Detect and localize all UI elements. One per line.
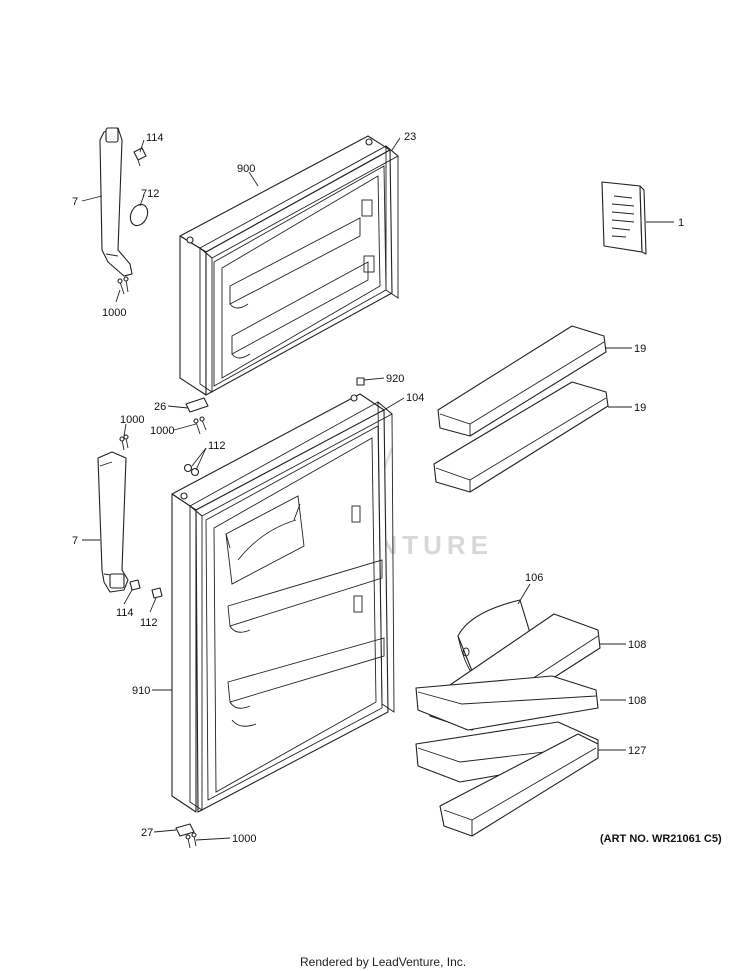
- freezer-gasket-23[interactable]: [199, 145, 399, 393]
- leader-lines: [81, 137, 674, 841]
- callout-106: 106: [525, 572, 543, 584]
- screws-1000-handle[interactable]: [119, 434, 129, 451]
- callout-1000: 1000: [232, 833, 256, 845]
- callout-7: 7: [72, 535, 78, 547]
- screw-114-top[interactable]: [133, 147, 147, 167]
- callout-1000: 1000: [120, 414, 144, 426]
- screws-1000-hinge[interactable]: [193, 416, 207, 435]
- callout-712: 712: [141, 188, 159, 200]
- callout-127: 127: [628, 745, 646, 757]
- callout-19: 19: [634, 343, 646, 355]
- callout-108: 108: [628, 695, 646, 707]
- door-bin-108-bottom[interactable]: [415, 675, 599, 731]
- screws-1000-top[interactable]: [117, 276, 129, 295]
- callout-104: 104: [406, 392, 424, 404]
- freezer-door-900[interactable]: [179, 135, 393, 396]
- callout-labels: 114 712 7 1000 900 23 1 19 19 920 104 26…: [72, 131, 684, 845]
- fresh-food-handle-7[interactable]: [97, 451, 129, 593]
- callout-112: 112: [208, 440, 226, 452]
- plugs-112-top[interactable]: [183, 463, 200, 477]
- screw-112-bottom[interactable]: [151, 587, 163, 599]
- footer-credit: Rendered by LeadVenture, Inc.: [300, 955, 466, 969]
- hinge-26[interactable]: [185, 397, 209, 413]
- callout-114: 114: [146, 132, 164, 144]
- hinge-27[interactable]: [175, 823, 195, 837]
- callout-23: 23: [404, 131, 416, 143]
- freezer-handle-7[interactable]: [99, 127, 133, 277]
- owner-manual-1[interactable]: [601, 181, 647, 255]
- freezer-door-shelf-19-bottom[interactable]: [433, 381, 609, 493]
- callout-920: 920: [386, 373, 404, 385]
- fresh-food-gasket-104[interactable]: [189, 401, 395, 811]
- art-number: (ART NO. WR21061 C5): [600, 833, 722, 845]
- callout-112: 112: [140, 617, 158, 629]
- callout-910: 910: [132, 685, 150, 697]
- freezer-door-shelf-19-top[interactable]: [437, 325, 607, 437]
- callout-900: 900: [237, 163, 255, 175]
- callout-26: 26: [154, 401, 166, 413]
- callout-1000: 1000: [150, 425, 174, 437]
- callout-1: 1: [678, 217, 684, 229]
- handle-seal-712[interactable]: [127, 202, 151, 229]
- callout-19: 19: [634, 402, 646, 414]
- callout-1000: 1000: [102, 307, 126, 319]
- callout-108: 108: [628, 639, 646, 651]
- screw-920[interactable]: [356, 377, 365, 386]
- screw-114-bottom[interactable]: [129, 579, 141, 591]
- callout-7: 7: [72, 196, 78, 208]
- door-bin-127-lower[interactable]: [439, 733, 599, 837]
- screws-1000-bottom[interactable]: [185, 832, 197, 849]
- callout-27: 27: [141, 827, 153, 839]
- callout-114: 114: [116, 607, 134, 619]
